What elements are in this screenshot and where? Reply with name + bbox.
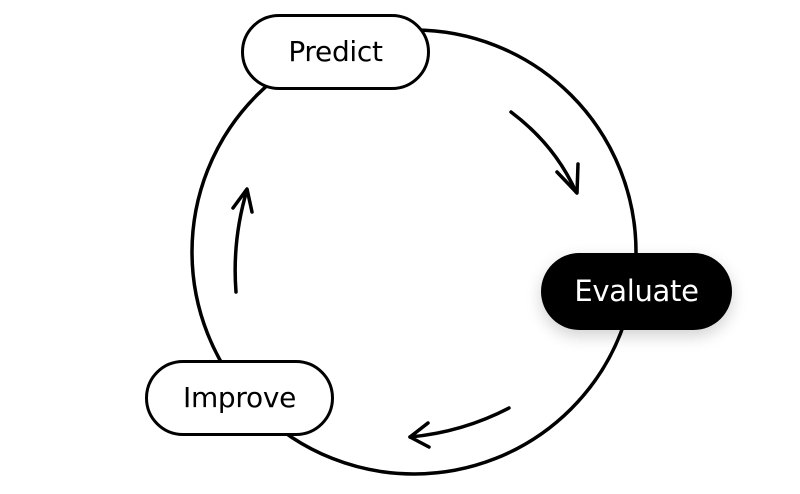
arrow-predict-to-evaluate bbox=[509, 110, 580, 195]
step-evaluate: Evaluate bbox=[541, 253, 732, 330]
step-predict-label: Predict bbox=[288, 35, 383, 68]
step-evaluate-label: Evaluate bbox=[574, 274, 699, 308]
step-predict: Predict bbox=[241, 14, 430, 90]
step-improve-label: Improve bbox=[182, 381, 297, 414]
step-improve: Improve bbox=[145, 360, 334, 436]
arrow-evaluate-to-improve bbox=[408, 406, 511, 449]
arrow-improve-to-predict bbox=[231, 187, 254, 294]
